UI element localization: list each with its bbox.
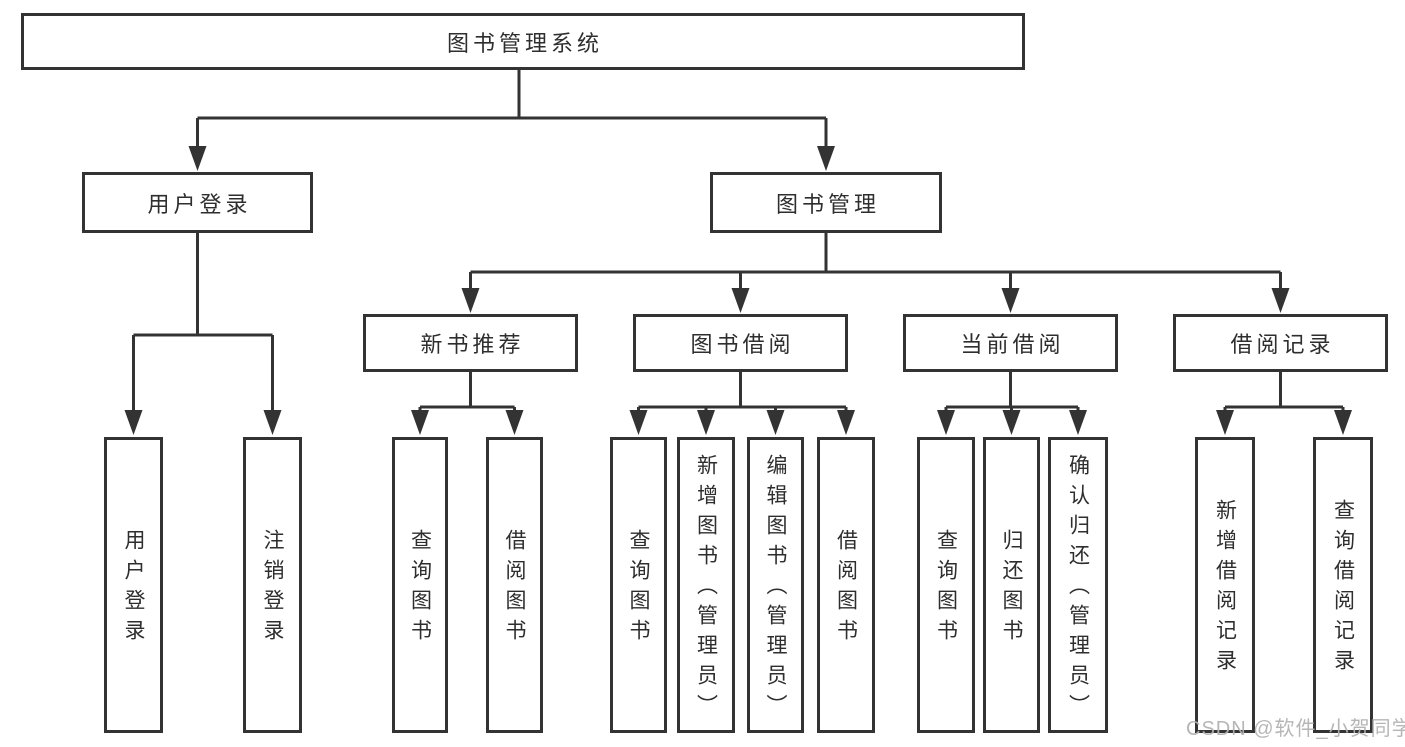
node-label: 编辑图书（管理员）: [764, 454, 787, 724]
watermark: CSDN @软件_小贺同学: [1186, 718, 1405, 740]
node-label: 查询图书: [934, 529, 958, 649]
leaf-borrow-books: 借阅图书: [817, 437, 875, 733]
node-new-book-recommend: 新书推荐: [363, 314, 578, 372]
leaf-edit-books-admin: 编辑图书（管理员）: [747, 437, 804, 733]
leaf-borrow-books-recommend: 借阅图书: [486, 437, 543, 733]
leaf-query-books-borrow: 查询图书: [610, 437, 667, 733]
node-label: 查询图书: [627, 529, 650, 649]
node-user-login: 用户登录: [82, 172, 313, 233]
node-label: 新增借阅记录: [1213, 499, 1237, 679]
leaf-query-borrow-record: 查询借阅记录: [1313, 437, 1373, 733]
node-label: 用户登录: [122, 529, 145, 649]
node-label: 确认归还（管理员）: [1066, 454, 1090, 724]
node-book-management-system: 图书管理系统: [21, 13, 1025, 70]
node-label: 借阅图书: [834, 529, 858, 649]
node-label: 当前借阅: [960, 332, 1065, 357]
leaf-add-borrow-record: 新增借阅记录: [1195, 437, 1255, 733]
node-borrow-records: 借阅记录: [1173, 314, 1388, 372]
node-label: 查询图书: [408, 529, 432, 649]
node-label: 注销登录: [261, 529, 284, 649]
node-current-borrow: 当前借阅: [903, 314, 1118, 372]
leaf-confirm-return-admin: 确认归还（管理员）: [1048, 437, 1108, 733]
node-label: 图书借阅: [690, 332, 795, 357]
node-label: 归还图书: [1000, 529, 1023, 649]
node-book-borrow: 图书借阅: [633, 314, 848, 372]
node-book-management: 图书管理: [710, 172, 942, 233]
node-label: 新书推荐: [420, 332, 525, 357]
leaf-user-login: 用户登录: [104, 437, 163, 733]
node-label: 图书管理系统: [446, 30, 603, 56]
leaf-query-books-recommend: 查询图书: [392, 437, 448, 733]
node-label: 新增图书（管理员）: [694, 454, 718, 724]
leaf-logout: 注销登录: [243, 437, 302, 733]
node-label: 借阅记录: [1230, 332, 1335, 357]
node-label: 查询借阅记录: [1331, 499, 1355, 679]
node-label: 借阅图书: [503, 529, 526, 649]
node-label: 图书管理: [775, 191, 880, 217]
node-label: 用户登录: [147, 191, 252, 217]
leaf-query-books-current: 查询图书: [917, 437, 975, 733]
leaf-add-books-admin: 新增图书（管理员）: [677, 437, 735, 733]
leaf-return-books: 归还图书: [983, 437, 1040, 733]
